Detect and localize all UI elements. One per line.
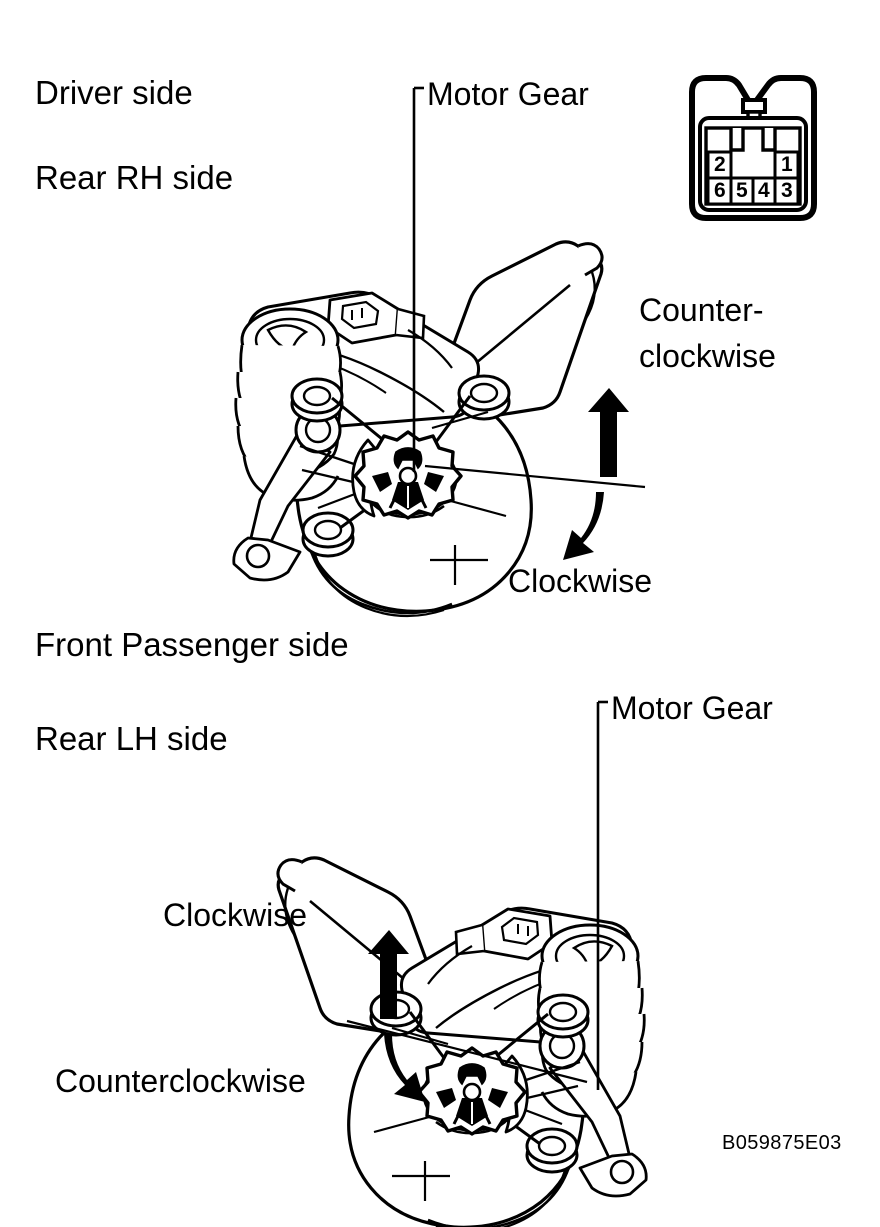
top-rotation-leader-line: [424, 464, 646, 489]
connector-pin-5: 5: [736, 179, 748, 202]
connector-pin-6: 6: [714, 179, 726, 202]
bottom-motor-illustration: [276, 856, 648, 1227]
bottom-panel-counterclockwise-label: Counterclockwise: [55, 1063, 306, 1099]
connector-pin-1: 1: [781, 153, 793, 176]
bottom-clockwise-arrow: [368, 930, 409, 1019]
top-counterclockwise-arrow: [588, 388, 629, 477]
top-panel-counterclockwise-label-line1: Counter-: [639, 292, 764, 328]
top-panel-side-label-2: Rear RH side: [35, 159, 234, 196]
bottom-panel-motor-gear-label: Motor Gear: [611, 690, 773, 726]
connector-pin-3: 3: [781, 179, 793, 202]
bottom-panel-clockwise-label: Clockwise: [163, 897, 308, 933]
bottom-rotation-leader-line: [346, 1019, 588, 1084]
top-clockwise-arrow: [563, 492, 604, 560]
top-motor-gear-callout-leader: [412, 86, 424, 472]
figure-id-code: B059875E03: [722, 1132, 842, 1154]
bottom-panel-side-label-1: Front Passenger side: [35, 626, 349, 663]
top-panel-clockwise-label: Clockwise: [508, 563, 653, 599]
bottom-motor-gear-callout-leader: [596, 700, 608, 1090]
connector-diagram: [689, 75, 817, 221]
top-panel-counterclockwise-label-line2: clockwise: [639, 338, 776, 374]
bottom-counterclockwise-arrow: [384, 1034, 425, 1102]
connector-pin-2: 2: [714, 153, 726, 176]
top-motor-illustration: [232, 240, 604, 618]
top-panel-side-label-1: Driver side: [35, 74, 193, 111]
connector-pin-4: 4: [758, 179, 770, 202]
top-panel-motor-gear-label: Motor Gear: [427, 76, 589, 112]
bottom-panel-side-label-2: Rear LH side: [35, 720, 228, 757]
